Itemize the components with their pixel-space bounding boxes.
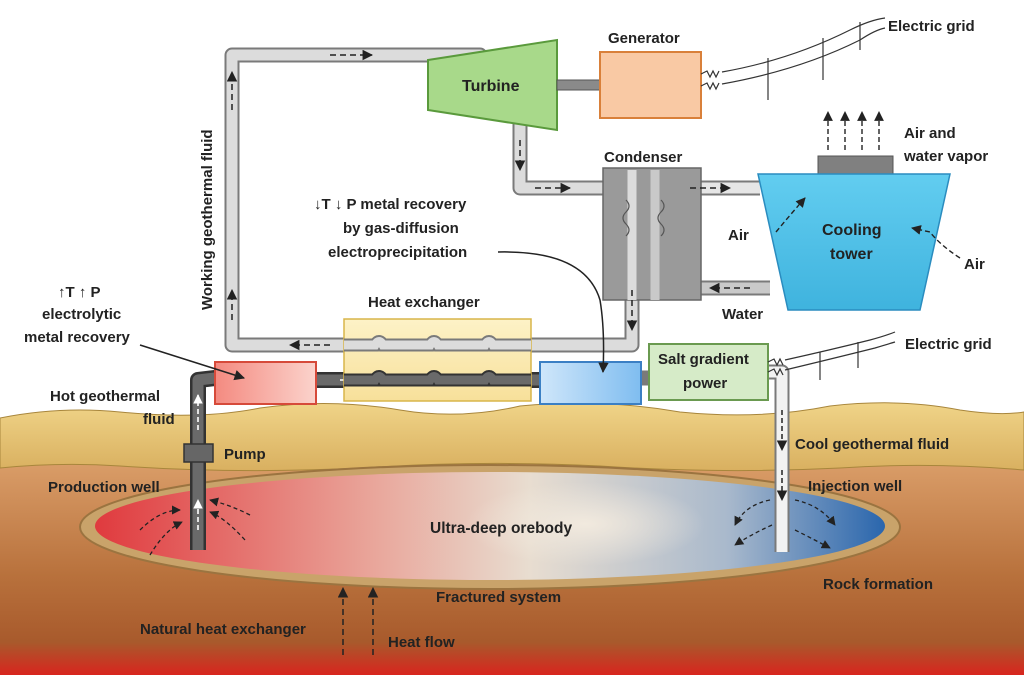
- label-electric-grid-top: Electric grid: [888, 18, 975, 35]
- label-injection-well: Injection well: [808, 478, 902, 495]
- label-rock-formation: Rock formation: [823, 576, 933, 593]
- electrolytic-recovery-box: [214, 361, 317, 405]
- label-orebody: Ultra-deep orebody: [430, 520, 572, 537]
- grid-wires-mid: [767, 331, 896, 380]
- label-high-tp-2: electrolytic: [42, 306, 121, 323]
- label-salt-2: power: [683, 375, 727, 392]
- label-low-tp-1: ↓T ↓ P metal recovery: [314, 196, 467, 213]
- inflow-arrow-1: [139, 505, 181, 531]
- label-hot-fluid-2: fluid: [143, 411, 175, 428]
- cooling-tower-body: [757, 173, 951, 311]
- cooling-tower-vent: [817, 155, 894, 175]
- label-water: Water: [722, 306, 763, 323]
- label-turbine: Turbine: [462, 78, 520, 95]
- outflow-arrow-2: [734, 524, 773, 546]
- label-electric-grid-mid: Electric grid: [905, 336, 992, 353]
- label-heat-exchanger: Heat exchanger: [368, 294, 480, 311]
- grid-wires-top: [700, 17, 886, 100]
- label-cool-fluid: Cool geothermal fluid: [795, 436, 949, 453]
- label-cooling-2: tower: [830, 246, 873, 263]
- outflow-arrow-1: [734, 499, 771, 526]
- turbine-shape: [427, 38, 558, 132]
- electroprecipitation-box: [539, 361, 642, 405]
- callout-arrow-electrolytic: [139, 344, 246, 381]
- heat-exchanger-box: [343, 318, 532, 402]
- outflow-arrow-3: [794, 499, 836, 526]
- outflow-arrow-4: [794, 529, 831, 549]
- label-air-vapor-2: water vapor: [903, 148, 988, 165]
- inflow-arrow-3: [209, 510, 246, 541]
- pump-box: [183, 443, 214, 463]
- label-fractured-system: Fractured system: [436, 589, 561, 606]
- salt-gradient-box: [648, 343, 769, 401]
- label-hot-fluid-1: Hot geothermal: [50, 388, 160, 405]
- label-working-fluid: Working geothermal fluid: [199, 129, 216, 310]
- label-cooling-1: Cooling: [822, 222, 882, 239]
- label-natural-heat-exchanger: Natural heat exchanger: [140, 621, 306, 638]
- label-air-vapor-1: Air and: [904, 125, 956, 142]
- label-low-tp-2: by gas-diffusion: [343, 220, 459, 237]
- generator-box: [599, 51, 702, 119]
- label-high-tp-1: ↑T ↑ P: [58, 284, 101, 301]
- label-air-right: Air: [964, 256, 985, 273]
- label-pump: Pump: [224, 446, 266, 463]
- orebody-core: [465, 482, 705, 566]
- label-high-tp-3: metal recovery: [24, 329, 131, 346]
- label-production-well: Production well: [48, 479, 160, 496]
- label-condenser: Condenser: [604, 149, 683, 166]
- label-generator: Generator: [608, 30, 680, 47]
- inflow-arrow-2: [149, 521, 183, 556]
- inflow-arrow-4: [209, 497, 251, 516]
- label-heat-flow: Heat flow: [388, 634, 455, 651]
- label-salt-1: Salt gradient: [658, 351, 749, 368]
- label-low-tp-3: electroprecipitation: [328, 244, 467, 261]
- callout-arrow-electroprecipitation: [497, 251, 609, 374]
- label-air-left: Air: [728, 227, 749, 244]
